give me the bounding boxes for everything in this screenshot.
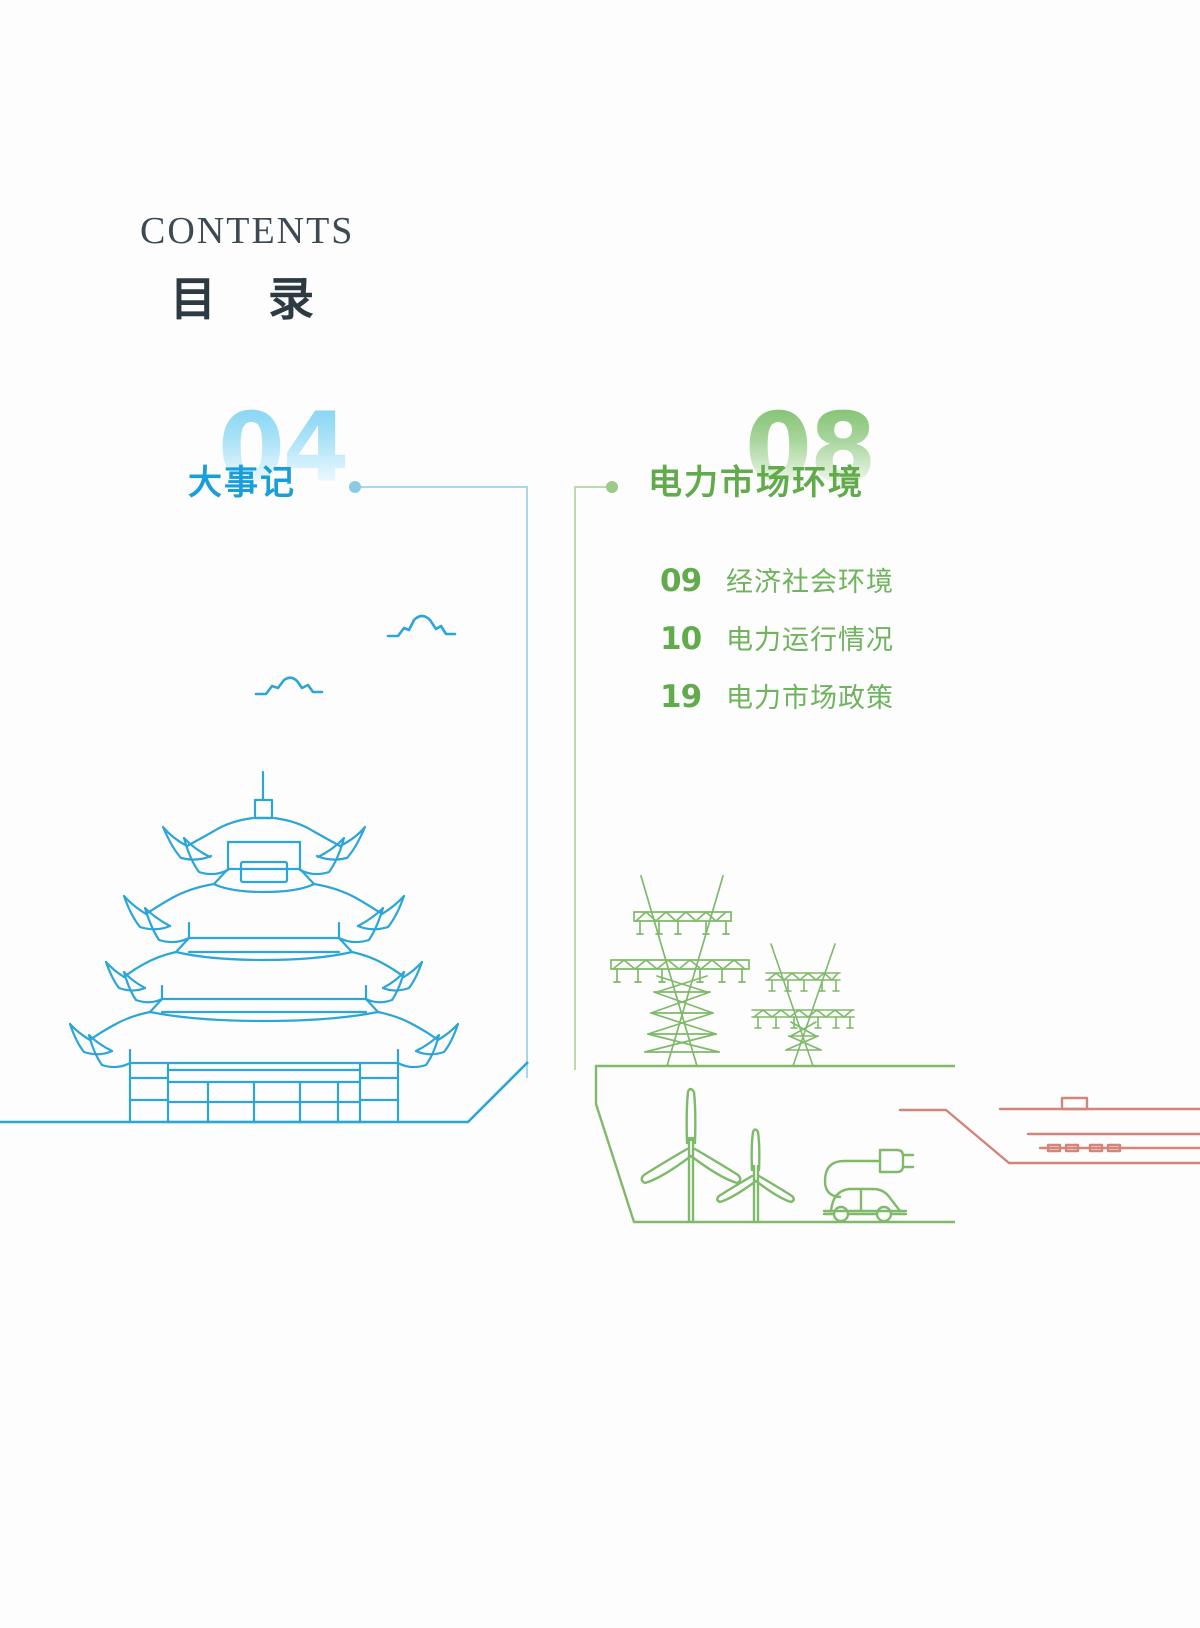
subitem-label: 电力市场政策 [726,683,894,714]
pagoda-illustration [68,770,460,1124]
connector-green [574,486,612,1070]
list-item[interactable]: 19 电力市场政策 [660,676,894,715]
list-item[interactable]: 10 电力运行情况 [660,618,894,657]
ground-line-blue [0,1061,529,1124]
subitem-label: 经济社会环境 [726,567,894,598]
section-title-dianli-shichang-huanjing[interactable]: 电力市场环境 [648,463,864,503]
wind-turbine-small [716,1128,795,1224]
page-title-mulu: 目 录 [170,272,333,326]
green-ground-plane [594,1064,955,1224]
section-number-04-watermark: 04 [218,392,350,504]
wind-turbine-large [640,1087,742,1224]
subitem-number: 09 [660,563,702,599]
connector-blue [355,486,528,1078]
connector-dot-blue [349,481,361,493]
page-header: CONTENTS 目 录 [140,212,354,322]
list-item[interactable]: 09 经济社会环境 [660,560,894,599]
subitem-label: 电力运行情况 [726,625,894,656]
section-title-dashiji[interactable]: 大事记 [188,463,296,503]
transmission-tower-large [610,875,750,1067]
cruise-ship-outline [898,1096,1200,1165]
subitem-number: 10 [660,621,702,657]
subitem-number: 19 [660,679,702,715]
connector-dot-green [606,481,618,493]
cloud-icon [254,614,457,696]
page-title-contents: CONTENTS [140,210,355,252]
ev-charging-icon [822,1148,915,1223]
section-number-08-watermark: 08 [745,392,877,504]
transmission-tower-small [751,943,855,1067]
subitem-list: 09 经济社会环境 10 电力运行情况 19 电力市场政策 [660,560,894,734]
